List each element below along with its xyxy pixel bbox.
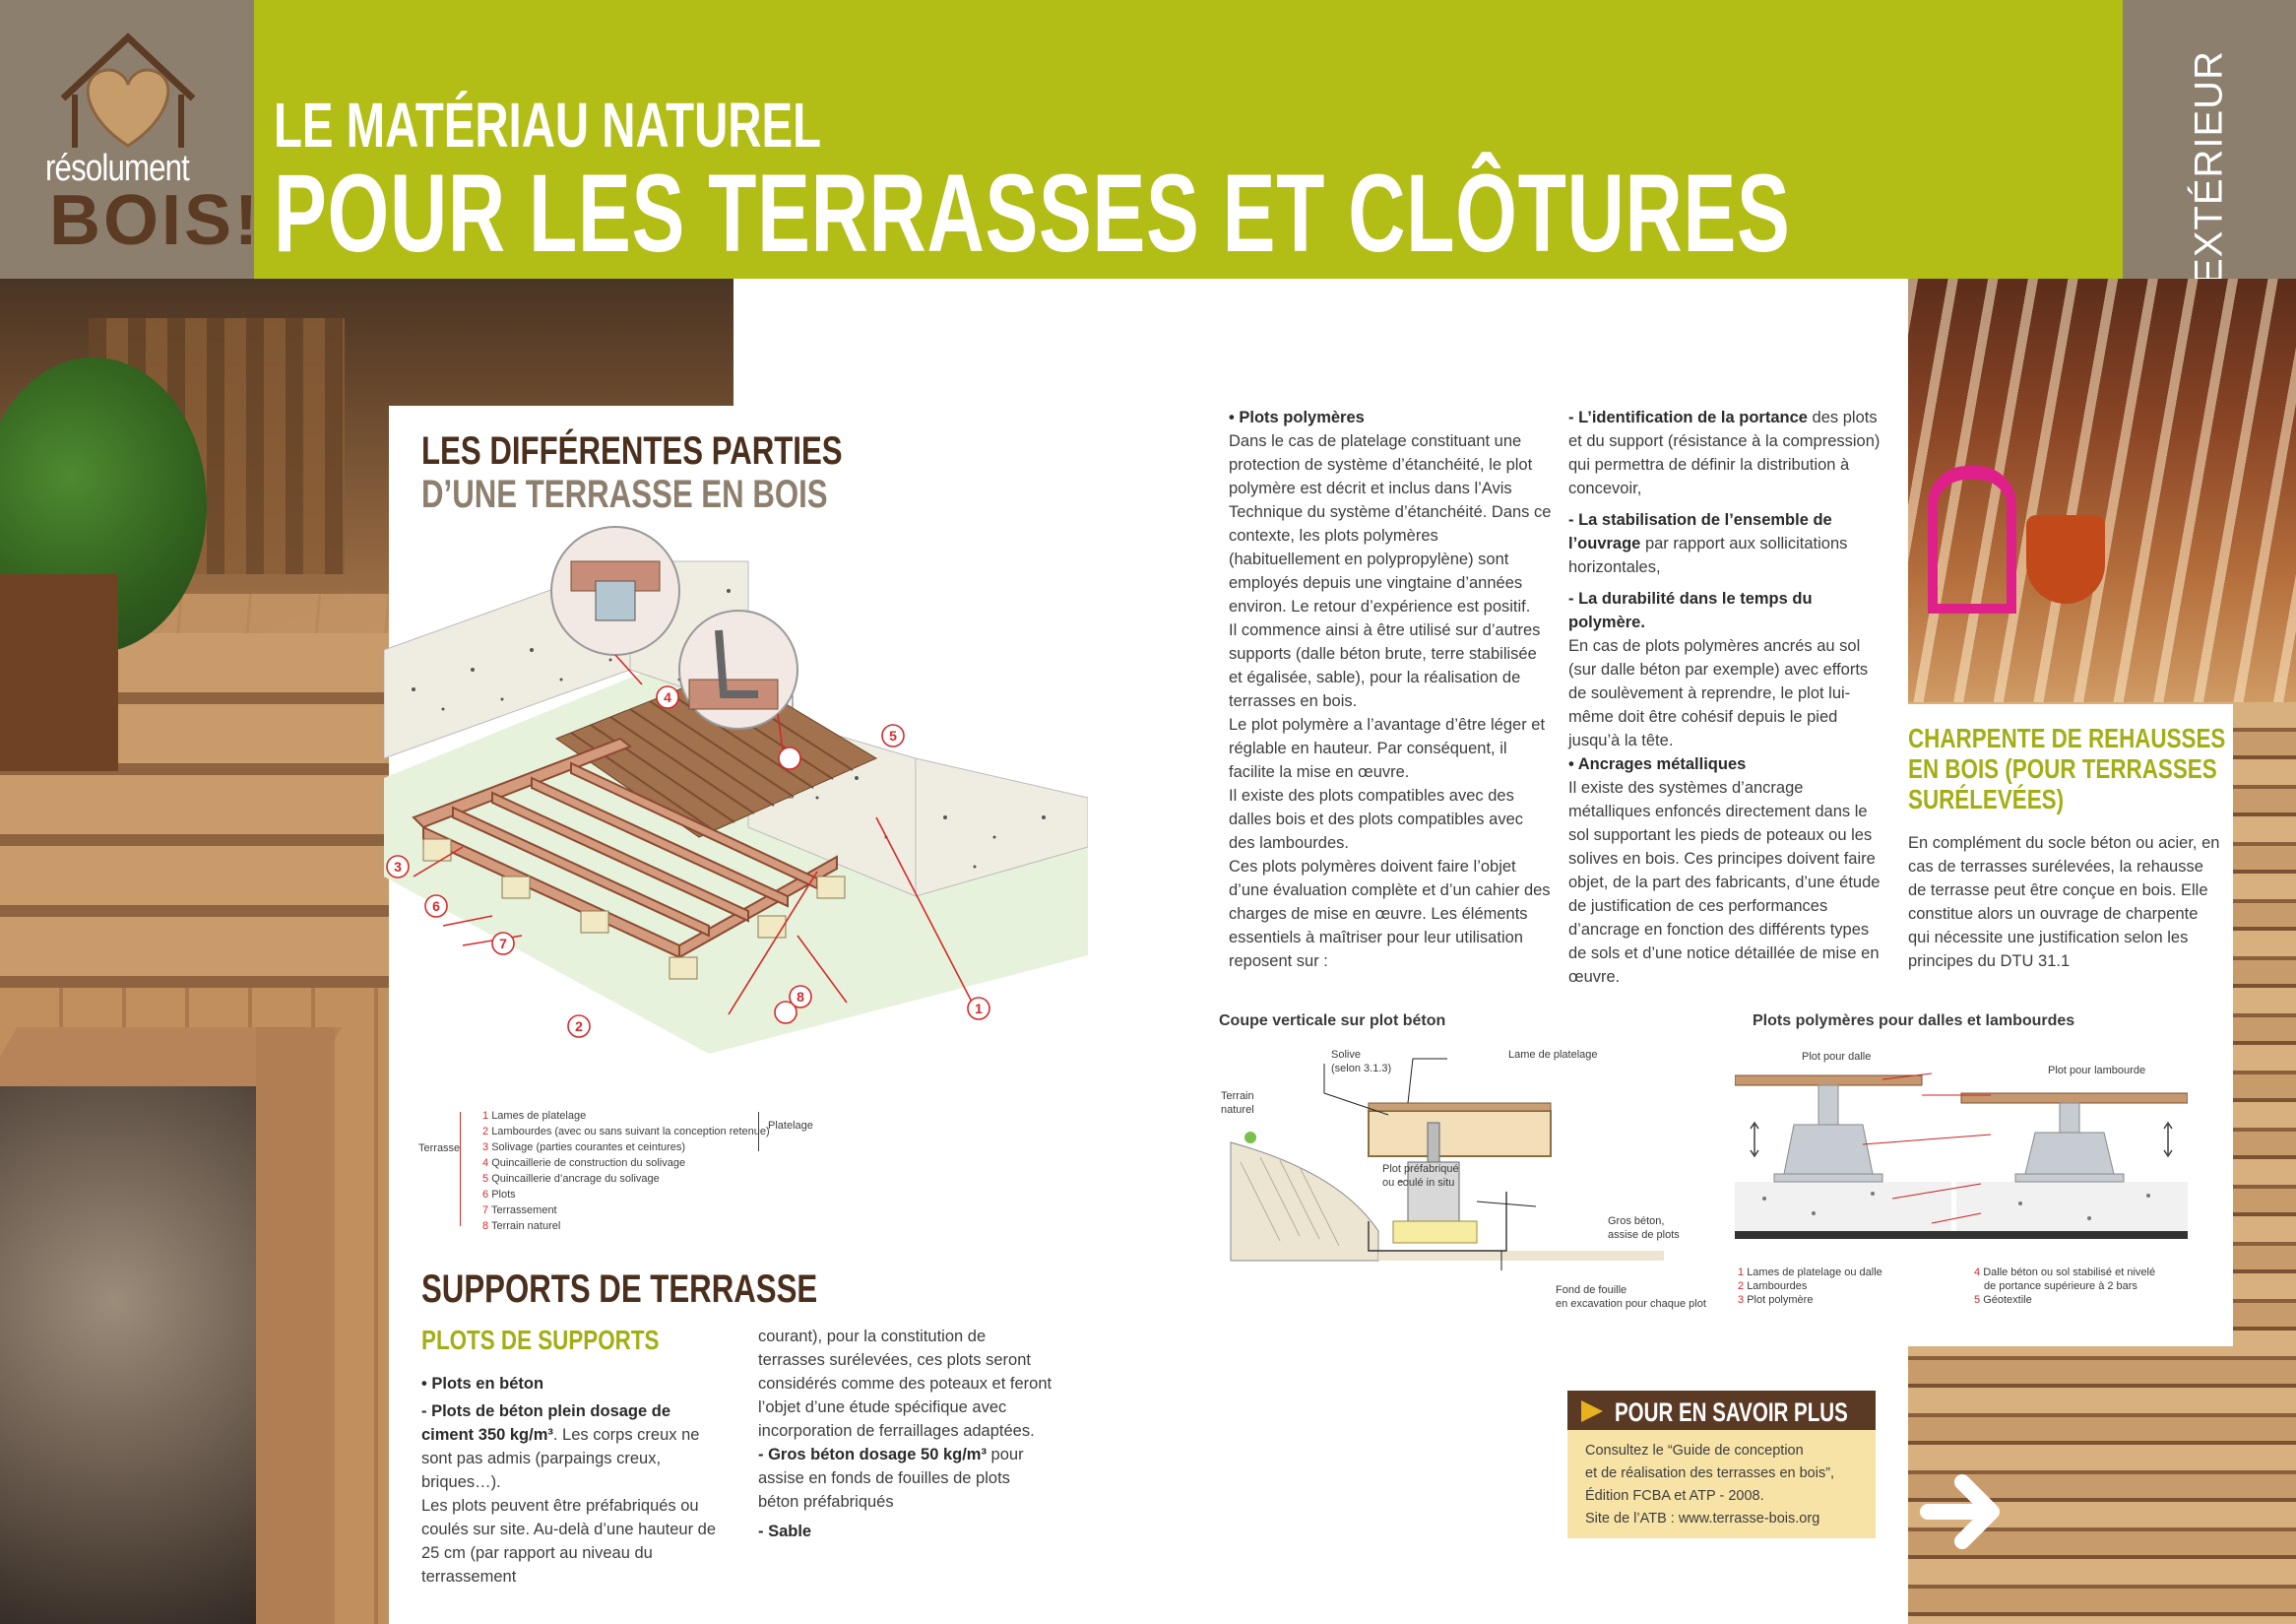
supports-column-2: courant), pour la constitution de terras…: [758, 1328, 1052, 1540]
more-info-text: Consultez le “Guide de conception et de …: [1585, 1440, 1871, 1530]
callout-8: 8: [797, 989, 804, 1005]
right-title-line2: EN BOIS (POUR TERRASSES: [1908, 753, 2217, 784]
diagram-legend: Terrasse Platelage 1 Lames de platelage …: [418, 1108, 832, 1236]
legend-item: 4 Quincaillerie de construction du soliv…: [482, 1157, 686, 1169]
logo: résolument BOIS!: [0, 0, 258, 279]
logo-line2: BOIS!: [49, 181, 262, 260]
right-title-line1: CHARPENTE DE REHAUSSES: [1908, 723, 2226, 753]
figure2-label-lambourde: Plot pour lambourde: [2048, 1065, 2146, 1076]
website-link[interactable]: Site de l’ATB : www.terrasse-bois.org: [1585, 1511, 1820, 1527]
legend-item: 1 Lames de platelage: [482, 1110, 587, 1122]
legend-bracket-label: Platelage: [768, 1120, 813, 1132]
callout-3: 3: [394, 859, 402, 875]
figure2-legend-left: 1 Lames de platelage ou dalle 2 Lambourd…: [1738, 1267, 1882, 1306]
house-heart-icon: [60, 32, 196, 148]
figure1-label-lame: Lame de platelage: [1508, 1049, 1598, 1061]
section-tab-label: EXTÉRIEUR: [2187, 50, 2231, 285]
more-info-header: POUR EN SAVOIR PLUS: [1567, 1391, 1876, 1430]
concrete-pad-section-diagram: [1230, 1058, 1664, 1270]
figure1-caption: Coupe verticale sur plot béton: [1219, 1012, 1446, 1029]
callout-2: 2: [575, 1018, 583, 1034]
terrace-exploded-diagram: 1 2 3 4 5 6 7 8: [384, 526, 1088, 1054]
right-title-line3: SURÉLEVÉES): [1908, 784, 2065, 814]
title-banner: LE MATÉRIAU NATUREL POUR LES TERRASSES E…: [254, 0, 2123, 279]
callout-5: 5: [889, 728, 897, 744]
page-title-line2: POUR LES TERRASSES ET CLÔTURES: [274, 152, 1791, 275]
section1-title: LES DIFFÉRENTES PARTIES: [421, 429, 843, 473]
legend-item: 5 Quincaillerie d’ancrage du solivage: [482, 1173, 660, 1185]
section2-title: SUPPORTS DE TERRASSE: [421, 1267, 818, 1311]
anchoring-column: - L’identification de la portance des pl…: [1568, 409, 1881, 986]
play-arrow-icon: [1581, 1400, 1603, 1422]
legend-item: 2 Lambourdes (avec ou sans suivant la co…: [482, 1126, 770, 1137]
figure1-label-gros-beton: Gros béton,assise de plots: [1608, 1215, 1680, 1241]
callout-6: 6: [432, 898, 440, 914]
polymer-pads-diagram: [1735, 1072, 2188, 1239]
callout-4: 4: [664, 689, 671, 705]
legend-item: 6 Plots: [482, 1189, 516, 1201]
section-tab: EXTÉRIEUR: [2123, 0, 2296, 285]
next-page-arrow-icon[interactable]: [1918, 1467, 2007, 1556]
callout-markers: [386, 685, 990, 1038]
figure2-label-dalle: Plot pour dalle: [1802, 1051, 1872, 1063]
section1-subtitle: D’UNE TERRASSE EN BOIS: [421, 473, 828, 516]
legend-item: 8 Terrain naturel: [482, 1220, 561, 1232]
supports-column-1: • Plots en béton - Plots de béton plein …: [421, 1375, 717, 1586]
callout-7: 7: [499, 936, 507, 951]
legend-item: 7 Terrassement: [482, 1204, 557, 1216]
more-info-box: POUR EN SAVOIR PLUS Consultez le “Guide …: [1567, 1391, 1876, 1538]
more-info-title: POUR EN SAVOIR PLUS: [1615, 1397, 1848, 1427]
content-panel-right: [1908, 704, 2233, 1346]
logo-line1: résolument: [45, 148, 190, 189]
figure2-caption: Plots polymères pour dalles et lambourde…: [1753, 1012, 2075, 1029]
page-title-line1: LE MATÉRIAU NATUREL: [274, 90, 821, 161]
figure1-label-solive: Solive(selon 3.1.3): [1331, 1049, 1392, 1074]
callout-1: 1: [975, 1001, 983, 1016]
legend-item: 3 Solivage (parties courantes et ceintur…: [482, 1141, 686, 1153]
legend-group-label: Terrasse: [418, 1142, 461, 1154]
figure2-legend-right: 4 Dalle béton ou sol stabilisé et nivelé…: [1974, 1267, 2156, 1306]
polymer-column: • Plots polymères Dans le cas de platela…: [1229, 409, 1552, 970]
right-text: En complément du socle béton ou acier, e…: [1908, 834, 2220, 970]
section2-subtitle: PLOTS DE SUPPORTS: [421, 1325, 660, 1355]
